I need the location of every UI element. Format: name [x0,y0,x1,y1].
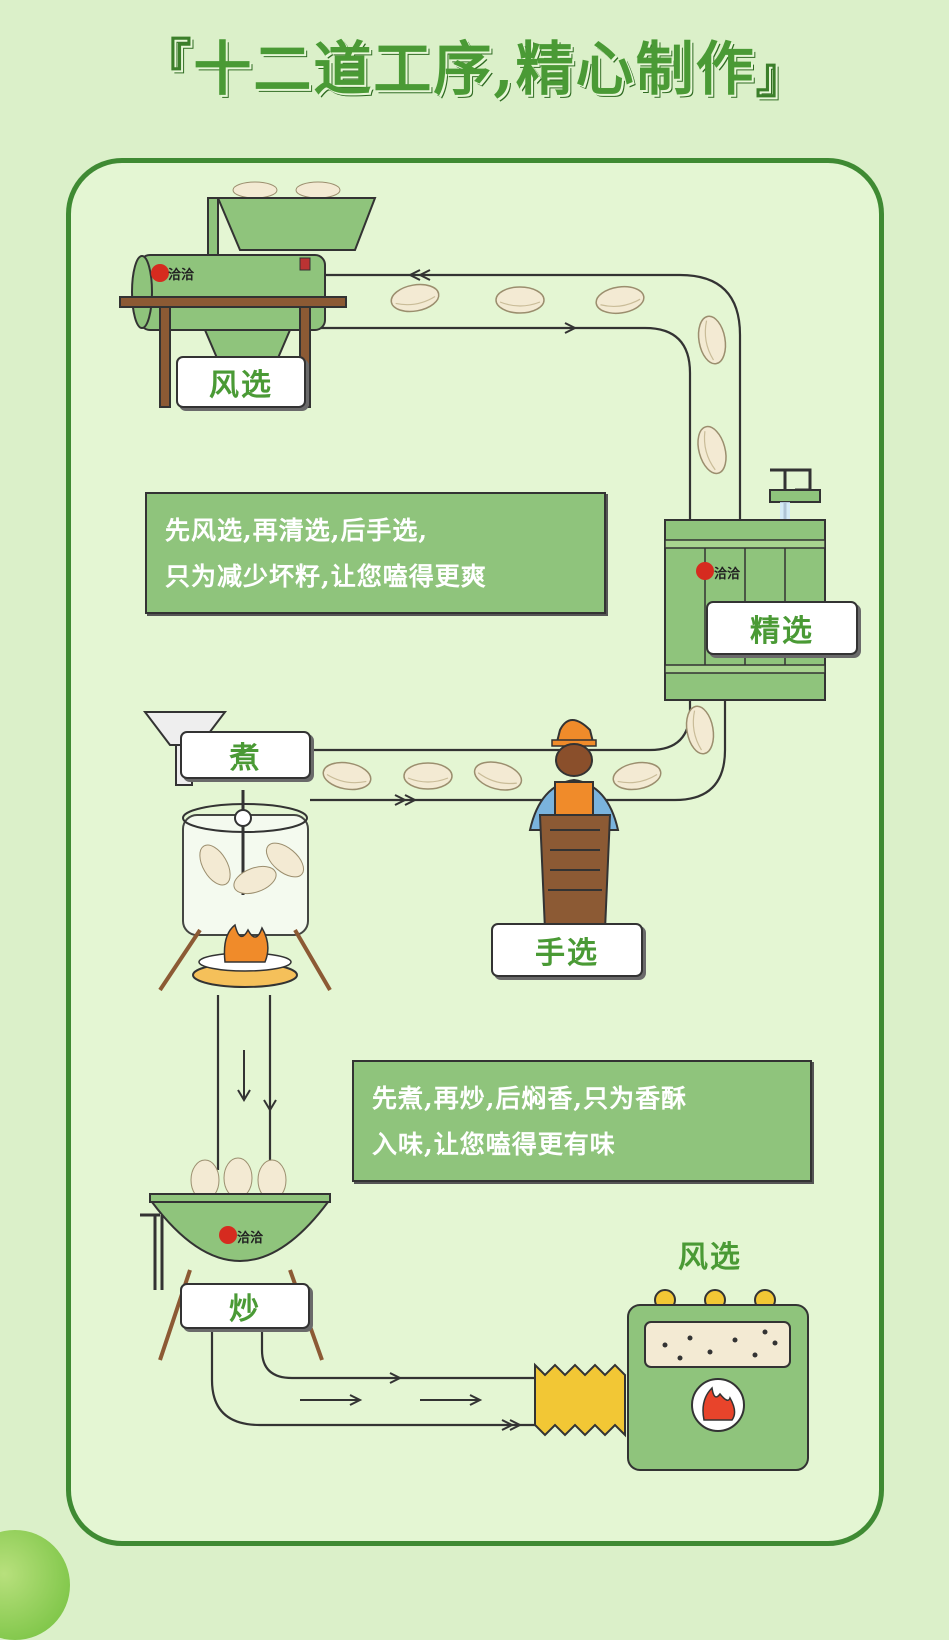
seed-icon [692,422,732,478]
fire-icon [702,1386,736,1421]
arrow-icon [394,794,416,806]
seed-icon [388,280,442,316]
process-flow-diagram [119,181,826,1471]
arrow-icon [420,1394,483,1406]
brand-logo: 洽洽 [714,563,740,582]
note-box-cooking: 先煮,再炒,后焖香,只为香酥 入味,让您嗑得更有味 [352,1060,812,1182]
arrow-icon [300,1394,363,1406]
step-label-final: 风选 [678,1240,742,1275]
arrow-icon [263,1099,277,1111]
note-line: 先煮,再炒,后焖香,只为香酥 [372,1084,688,1113]
brand-text: 洽洽 [168,268,195,283]
brand-text: 洽洽 [237,1231,264,1246]
note-box-sorting: 先风选,再清选,后手选, 只为减少坏籽,让您嗑得更爽 [145,492,606,614]
conveyor-top-outer [320,273,742,520]
boiling-pot-icon [142,711,332,992]
seed-icon [495,286,545,314]
arrow-icon [501,1419,521,1431]
arrow-icon [564,322,576,334]
title-bracket-left: 『 [143,34,194,90]
seed-icon [610,758,664,794]
seed-icon [403,762,453,790]
seed-icon [320,758,374,794]
step-label-boil: 煮 [180,731,311,779]
fire-icon [223,923,269,963]
arrow-icon [409,269,431,281]
brand-logo: 洽洽 [168,264,194,283]
wok-icon [140,1157,331,1361]
seed-icon [593,283,647,317]
conveyor-mid-outer [310,700,727,802]
note-line: 只为减少坏籽,让您嗑得更爽 [165,562,487,591]
note-line: 先风选,再清选,后手选, [165,516,429,545]
step-label-winnow: 风选 [176,356,306,408]
brand-logo: 洽洽 [237,1227,263,1246]
arrow-icon [389,1372,401,1384]
step-label-hand: 手选 [491,923,643,977]
conveyor-top-inner [320,326,692,520]
conveyor-bottom-outer [210,1328,540,1427]
seed-icon [682,703,718,757]
title-bracket-right: 』 [755,48,806,104]
seed-icon [470,756,526,796]
dryer-icon [534,1289,809,1471]
title-text: 十二道工序,精心制作 [193,35,756,103]
conveyor-mid-inner [310,700,692,752]
step-label-fry: 炒 [180,1283,310,1329]
page-title: 『十二道工序,精心制作』 [0,22,949,106]
step-label-refine: 精选 [706,601,858,655]
seed-icon [694,313,730,367]
brand-text: 洽洽 [714,567,741,582]
note-line: 入味,让您嗑得更有味 [372,1130,616,1159]
conveyor-bottom-inner [260,1328,540,1380]
arrow-icon [237,1050,251,1102]
worker-icon [528,719,620,931]
winnowing-machine-icon [119,181,377,408]
